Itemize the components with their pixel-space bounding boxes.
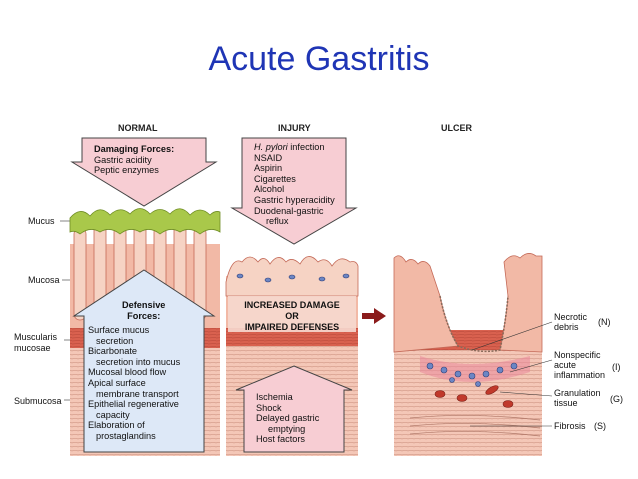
label-nonspecific: Nonspecific acute inflammation [554, 350, 605, 380]
defensive-item: secretion into mucus [96, 356, 181, 367]
layer-label-mucus: Mucus [28, 216, 55, 226]
center-label: INCREASED DAMAGE OR IMPAIRED DEFENSES [228, 300, 356, 333]
damaging-item: Gastric acidity [94, 154, 152, 165]
ulcer-granulation-vessels [434, 385, 514, 408]
ulcer-fibrosis-lines [409, 415, 541, 437]
impaired-item: Host factors [256, 434, 306, 445]
label-granulation-line2: tissue [554, 398, 578, 408]
page-title: Acute Gastritis [208, 40, 430, 78]
defensive-forces-heading: Defensive Forces: [122, 300, 165, 321]
column-heading-ulcer: ULCER [441, 123, 472, 133]
defensive-item: Bicarbonate [88, 346, 138, 357]
progression-arrow [362, 308, 386, 324]
injury-item: Duodenal-gastric [254, 205, 324, 216]
defensive-forces-arrow [72, 269, 216, 453]
label-nonspecific-line2: acute [554, 360, 577, 370]
injury-causes-arrow [230, 137, 358, 245]
ulcer-left-wall [393, 255, 459, 353]
label-granulation-letter: (G) [610, 394, 623, 404]
label-granulation-line1: Granulation [554, 388, 601, 398]
center-label-line3: IMPAIRED DEFENSES [244, 322, 340, 332]
defensive-item: Elaboration of [88, 420, 145, 431]
layer-label-muscularis-line1: Muscularis [14, 332, 58, 342]
impaired-item: Shock [256, 402, 282, 413]
leader-necrotic [471, 321, 553, 351]
label-granulation: Granulation tissue [554, 388, 601, 408]
impaired-item: emptying [268, 423, 306, 434]
ulcer-submucosa [394, 334, 542, 456]
label-nonspecific-letter: (I) [612, 362, 621, 372]
label-necrotic-line1: Necrotic [554, 312, 588, 322]
injury-cells [236, 273, 350, 283]
ulcer-necrotic-debris [439, 295, 509, 353]
defensive-item: Surface mucus [88, 325, 150, 335]
layer-label-submucosa: Submucosa [14, 396, 62, 406]
ulcer-inflammation-zone [420, 356, 530, 382]
leader-granulation [499, 391, 553, 397]
label-nonspecific-line3: inflammation [554, 370, 606, 380]
defensive-item: prostaglandins [96, 430, 156, 441]
label-nonspecific-line1: Nonspecific [554, 350, 601, 360]
defensive-item: Mucosal blood flow [88, 367, 167, 378]
injury-item: reflux [266, 216, 289, 227]
defensive-heading-line1: Defensive [122, 300, 166, 310]
layer-label-muscularis-line2: mucosae [14, 343, 51, 353]
column-heading-injury: INJURY [278, 123, 311, 133]
column-heading-normal: NORMAL [118, 123, 158, 133]
label-necrotic: Necrotic debris [554, 312, 587, 332]
impaired-factors-arrow [235, 365, 353, 453]
center-label-line1: INCREASED DAMAGE [244, 300, 340, 310]
label-necrotic-letter: (N) [598, 317, 611, 327]
center-label-line2: OR [285, 311, 299, 321]
ulcer-panel [393, 253, 553, 456]
center-label-band [228, 296, 356, 332]
ulcer-right-wall [499, 253, 543, 353]
layer-label-mucosa: Mucosa [28, 275, 60, 285]
damaging-item: Peptic enzymes [94, 165, 159, 176]
defensive-forces-list: Surface mucus secretion Bicarbonate secr… [88, 325, 180, 442]
label-fibrosis: Fibrosis [554, 421, 586, 431]
label-necrotic-line2: debris [554, 322, 579, 332]
impaired-item: Ischemia [256, 392, 293, 402]
injury-item-hpylori: H. pylori infection [254, 142, 335, 153]
defensive-item: Apical surface [88, 377, 146, 388]
hpylori-rest: infection [287, 142, 325, 152]
label-fibrosis-letter: (S) [594, 421, 606, 431]
defensive-item: membrane transport [96, 388, 179, 399]
impaired-item: Delayed gastric [256, 413, 320, 424]
injury-item: Cigarettes [254, 173, 296, 184]
injury-panel [225, 137, 386, 456]
injury-item: NSAID [254, 152, 283, 163]
layer-label-muscularis: Muscularis mucosae [14, 332, 57, 354]
normal-panel [69, 137, 221, 456]
damaging-forces-text: Damaging Forces: Gastric acidity Peptic … [94, 144, 174, 176]
leader-inflammation [509, 359, 553, 373]
defensive-heading-line2: Forces: [127, 310, 161, 321]
defensive-item: capacity [96, 409, 130, 420]
defensive-item: secretion [96, 335, 134, 346]
injury-item: Aspirin [254, 163, 283, 174]
hpylori-italic: H. pylori [254, 142, 288, 152]
injury-item: Gastric hyperacidity [254, 194, 335, 205]
injury-causes-list: H. pylori infection NSAID Aspirin Cigare… [254, 142, 335, 227]
ulcer-inflammatory-cells [426, 362, 518, 387]
damaging-forces-heading: Damaging Forces: [94, 144, 175, 154]
damaging-forces-arrow [70, 137, 218, 207]
impaired-factors-list: Ischemia Shock Delayed gastric emptying … [256, 392, 319, 445]
defensive-item: Epithelial regenerative [88, 399, 179, 410]
normal-mucus-layer [69, 208, 221, 235]
injury-item: Alcohol [254, 184, 285, 195]
